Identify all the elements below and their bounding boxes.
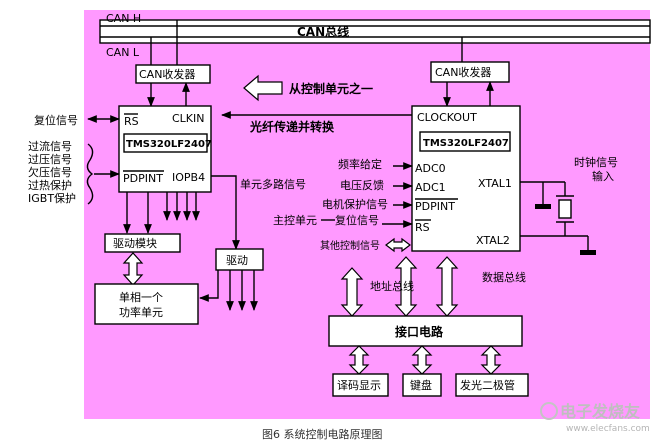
watermark-url: www.elecfans.com (566, 424, 650, 434)
power-unit-line1: 单相一个 (119, 291, 163, 304)
right-pin-xtal2: XTAL2 (476, 234, 510, 247)
voltage-feedback-label: 电压反馈 (340, 179, 384, 192)
fault-signal-1: 过流信号 (28, 139, 72, 153)
interface-label: 接口电路 (395, 324, 444, 339)
left-pin-pdpint: PDPINT (123, 172, 163, 185)
fault-signal-3: 欠压信号 (28, 165, 72, 179)
reset-signal-label: 复位信号 (34, 113, 78, 127)
power-unit-line2: 功率单元 (119, 305, 163, 319)
drive-block (215, 248, 264, 271)
fiber-transfer-label: 光纤传递并转换 (249, 119, 335, 134)
led-label: 发光二极管 (460, 378, 515, 392)
interface-block (328, 315, 523, 347)
reset-signal-2-label: 复位信号 (335, 213, 379, 227)
can-l-label: CAN L (106, 46, 140, 59)
right-chip-label: TMS320LF2407 (423, 138, 509, 149)
right-pin-rs: RS (415, 221, 430, 234)
left-chip-label: TMS320LF2407 (126, 139, 212, 150)
watermark-logo-icon (540, 402, 558, 420)
left-can-transceiver-label: CAN收发器 (139, 67, 195, 81)
left-pin-iopb4: IOPB4 (172, 171, 205, 184)
can-h-label: CAN H (106, 12, 141, 25)
clock-signal-label: 时钟信号 (574, 155, 618, 169)
can-bus-bar (99, 19, 651, 44)
right-can-transceiver (430, 61, 510, 83)
keyboard-label: 键盘 (410, 378, 432, 392)
figure-caption: 图6 系统控制电路原理图 (262, 427, 383, 441)
right-pin-adc1: ADC1 (415, 181, 446, 194)
from-control-unit-arrow (243, 74, 283, 102)
freq-setting-label: 频率给定 (338, 157, 382, 171)
power-unit-block (94, 283, 199, 325)
data-bus-label: 数据总线 (482, 270, 526, 284)
watermark: 电子发烧友 www.elecfans.com (540, 402, 650, 434)
from-control-unit-label: 从控制单元之一 (289, 81, 373, 96)
right-pin-adc0: ADC0 (415, 162, 446, 175)
fault-signals: 过流信号 过压信号 欠压信号 过热保护 IGBT保护 (28, 139, 120, 205)
drive-module-block (104, 233, 181, 253)
other-control-label: 其他控制信号 (320, 239, 380, 252)
left-chip-box (123, 133, 208, 153)
crystal-oscillator (520, 181, 596, 255)
left-can-transceiver (135, 64, 211, 84)
fault-signal-2: 过压信号 (28, 153, 72, 166)
unit-multi-signal-label: 单元多路信号 (240, 177, 306, 191)
drive-module-label: 驱动模块 (113, 237, 157, 250)
fault-signal-4: 过热保护 (28, 178, 72, 192)
decode-display-label: 译码显示 (337, 379, 381, 392)
right-chip-box (419, 131, 511, 152)
keyboard-block (402, 373, 442, 397)
watermark-main: 电子发烧友 (560, 402, 641, 421)
left-pin-rs: RS (124, 115, 139, 128)
led-block (455, 373, 529, 397)
address-bus-label: 地址总线 (370, 279, 414, 293)
left-pin-clkin: CLKIN (172, 112, 205, 125)
right-pin-clockout: CLOCKOUT (417, 111, 477, 124)
right-can-transceiver-label: CAN收发器 (435, 65, 491, 79)
drive-label: 驱动 (226, 254, 248, 267)
decode-display-block (332, 373, 389, 397)
can-bus: CAN总线 CAN H CAN L (99, 12, 651, 59)
right-pin-xtal1: XTAL1 (478, 177, 512, 190)
clock-input-label: 输入 (592, 169, 614, 183)
right-pin-pdpint: PDPINT (415, 200, 455, 213)
main-control-unit-label: 主控单元 (273, 213, 317, 227)
can-bus-title: CAN总线 (297, 24, 349, 39)
motor-protection-label: 电机保护信号 (322, 197, 388, 211)
fault-signal-5: IGBT保护 (28, 191, 76, 205)
right-mcu-block (411, 105, 521, 252)
